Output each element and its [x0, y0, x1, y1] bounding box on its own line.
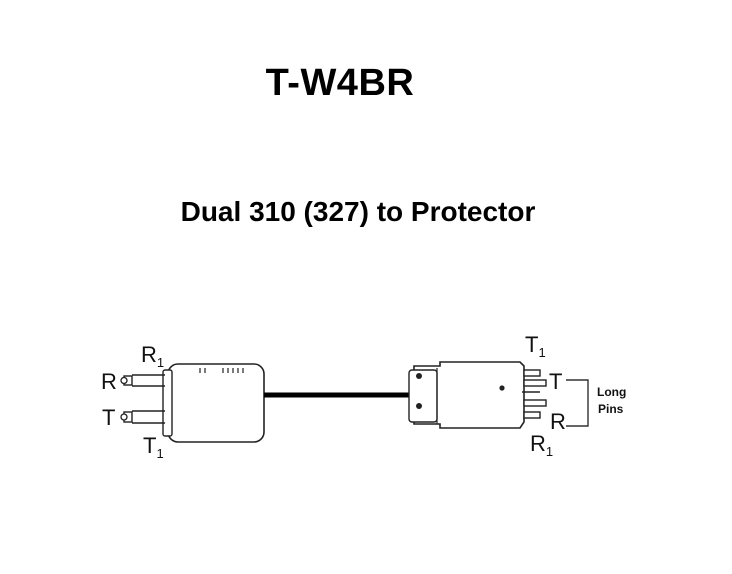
pin-r1	[523, 411, 541, 419]
long-pins-bracket	[566, 379, 589, 427]
long-pins-label-line1: Long	[597, 385, 626, 399]
left-label-t1: T1	[143, 433, 164, 461]
collar-dot-bottom	[416, 403, 422, 409]
long-pins-label-line2: Pins	[598, 402, 624, 416]
left-label-r1: R1	[141, 342, 164, 370]
left-plug-r-barrel	[120, 374, 165, 387]
right-plug-collar	[408, 369, 438, 423]
left-label-t: T	[102, 405, 115, 430]
left-plug-flange	[162, 369, 173, 437]
right-label-t: T	[549, 369, 562, 394]
pin-t	[523, 379, 547, 387]
right-label-r1: R1	[530, 431, 553, 459]
left-plug-ticks	[199, 368, 244, 373]
right-label-r: R	[550, 409, 566, 434]
left-plug: R1 R T T1	[101, 342, 265, 461]
right-plug: T1 T R R1 Long Pins	[408, 332, 626, 459]
pin-t1	[523, 369, 541, 377]
page-title: T-W4BR	[265, 62, 415, 104]
left-plug-t-barrel	[120, 410, 165, 424]
right-label-t1: T1	[525, 332, 546, 360]
page-subtitle: Dual 310 (327) to Protector	[180, 196, 536, 227]
left-label-r: R	[101, 369, 117, 394]
right-plug-pins	[522, 369, 547, 419]
pin-r	[523, 399, 547, 407]
collar-dot-top	[416, 373, 422, 379]
wiring-diagram: R1 R T T1	[0, 320, 732, 480]
left-plug-body	[167, 363, 265, 443]
right-plug-body	[413, 361, 525, 429]
right-plug-center-dot	[499, 385, 505, 391]
